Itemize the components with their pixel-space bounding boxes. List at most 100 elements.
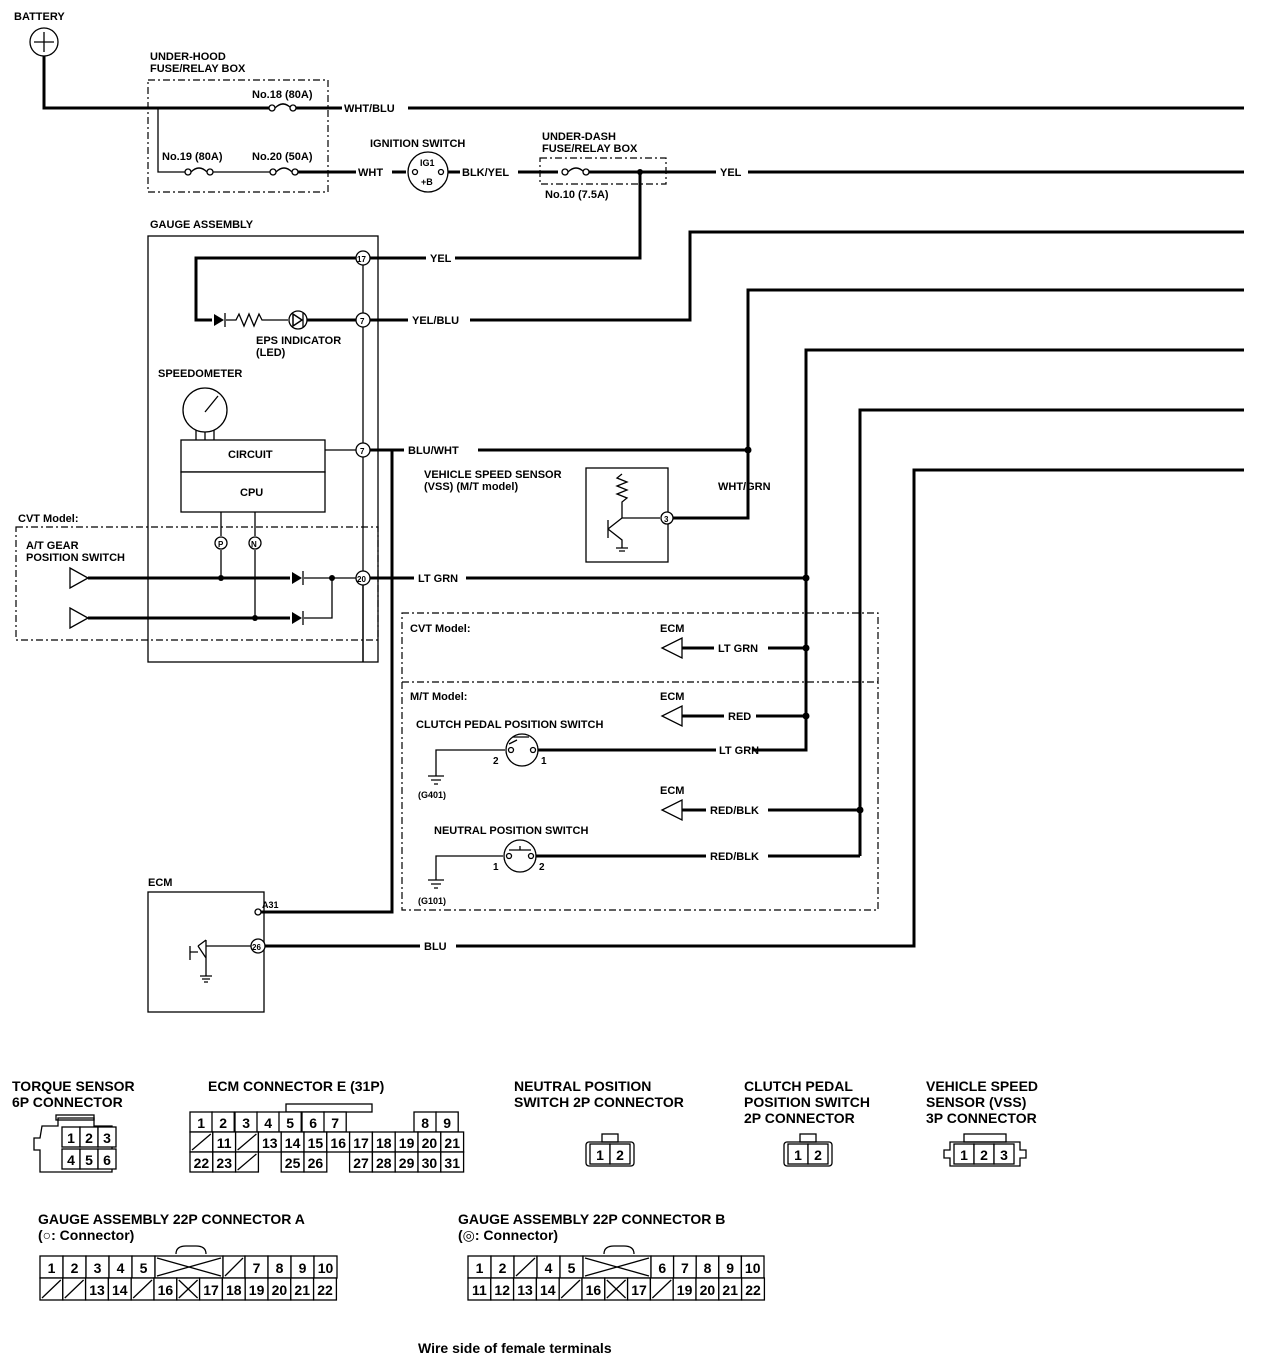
ecm-pin-26: 26 [252,943,261,952]
gauge-connector-b: GAUGE ASSEMBLY 22P CONNECTOR B (◎: Conne… [458,1211,766,1301]
vehicle-speed-sensor: VEHICLE SPEED SENSOR (VSS) (M/T model) 3… [424,450,771,563]
ecm-a31: A31 [262,900,279,910]
gauge-b-r1-10: 10 [745,1260,761,1276]
ecm-pin-r3-0: 22 [194,1155,210,1171]
battery-label: BATTERY [14,11,65,23]
ecm-block: ECM A31 26 [147,877,279,1013]
ecm-pin-r2-11: 21 [444,1135,460,1151]
ecm-pin-r2-4: 14 [285,1135,301,1151]
ecm-pin-r2-10: 20 [422,1135,438,1151]
ecm-pin-r3-10: 30 [422,1155,438,1171]
gauge-a-title-2: (○: Connector) [38,1227,134,1243]
eps-label-1: EPS INDICATOR [256,335,341,347]
cvt-left-title: CVT Model: [18,513,79,525]
ecm3-label: ECM [660,785,684,797]
svg-text:WHT/BLU: WHT/BLU [344,103,395,115]
blu-label: BLU [424,941,447,953]
gauge-b-title-1: GAUGE ASSEMBLY 22P CONNECTOR B [458,1211,725,1227]
gauge-b-r2-9: 19 [677,1282,693,1298]
underdash-fuse-box: UNDER-DASH FUSE/RELAY BOX No.10 (7.5A) [539,131,667,201]
circuit-label: CIRCUIT [228,449,273,461]
circuit-block [180,439,326,473]
n-pin: N [251,540,257,549]
gauge-a-r2-2: 13 [89,1282,105,1298]
g401-label: (G401) [418,790,446,800]
torque-title-1: TORQUE SENSOR [12,1078,135,1094]
underdash-title-2: FUSE/RELAY BOX [542,143,638,155]
torque-pin-1: 2 [85,1130,93,1146]
vss-pin-1: 2 [980,1147,988,1163]
ig1-label: IG1 [420,158,435,168]
vss-connector: VEHICLE SPEED SENSOR (VSS) 3P CONNECTOR … [926,1078,1038,1167]
vss-pin-2: 3 [1000,1147,1008,1163]
fuse18-label: No.18 (80A) [252,89,313,101]
gauge-b-r1-4: 5 [568,1260,576,1276]
vss-conn-3: 3P CONNECTOR [926,1110,1037,1126]
neutral-pin-0: 1 [596,1147,604,1163]
wht-grn-label: WHT/GRN [718,481,771,493]
gauge-pin-17: 17 [357,255,366,264]
speedometer-icon [182,387,228,440]
mt-right-title: M/T Model: [410,691,467,703]
torque-pin-3: 4 [67,1152,75,1168]
speedometer-label: SPEEDOMETER [158,368,242,380]
ecm-pin-r1-3: 4 [264,1115,272,1131]
gauge-a-r1-2: 3 [94,1260,102,1276]
gauge-a-r1-0: 1 [48,1260,56,1276]
fuse20-label: No.20 (50A) [252,151,313,163]
gauge-a-r2-5: 16 [158,1282,174,1298]
red-blk-neutral-label: RED/BLK [710,851,759,863]
torque-pin-0: 1 [67,1130,75,1146]
cvt-right-title: CVT Model: [410,623,471,635]
underdash-title-1: UNDER-DASH [542,131,616,143]
clutch-conn-1: CLUTCH PEDAL [744,1078,853,1094]
gauge-b-r2-2: 13 [517,1282,533,1298]
gauge-a-r1-8: 9 [299,1260,307,1276]
gauge-b-r2-7: 17 [631,1282,647,1298]
gauge-b-r2-5: 16 [586,1282,602,1298]
gauge-a-r1-3: 4 [117,1260,125,1276]
ecm-pin-r3-7: 27 [353,1155,369,1171]
gauge-a-r2-12: 22 [317,1282,333,1298]
ecm-pin-r1-9: 9 [443,1115,451,1131]
ecm-pin-r1-0: 1 [197,1115,205,1131]
gauge-b-r1-8: 8 [704,1260,712,1276]
cpu-block [180,471,326,513]
ecm-pin-r3-5: 26 [308,1155,324,1171]
vss-conn-1: VEHICLE SPEED [926,1078,1038,1094]
gauge-b-r2-12: 22 [745,1282,761,1298]
yel-top-label: YEL [720,167,742,179]
lt-grn-clutch-label: LT GRN [719,745,759,757]
gauge-b-r2-0: 11 [472,1282,487,1298]
ignition-label: IGNITION SWITCH [370,138,465,150]
red-blk-ecm-label: RED/BLK [710,805,759,817]
vss-title-2: (VSS) (M/T model) [424,481,518,493]
ecm2-label: ECM [660,691,684,703]
neutral-conn-1: NEUTRAL POSITION [514,1078,651,1094]
wht-label: WHT [358,167,383,179]
torque-title-2: 6P CONNECTOR [12,1094,123,1110]
gauge-b-r1-9: 9 [726,1260,734,1276]
ecm-pin-r1-8: 8 [421,1115,429,1131]
neutral-pin-1: 1 [493,862,499,873]
gauge-a-r1-1: 2 [71,1260,79,1276]
eps-label-2: (LED) [256,347,286,359]
cvt-model-left: CVT Model: A/T GEAR POSITION SWITCH [15,513,379,641]
battery: BATTERY [14,11,65,57]
neutral-pin-1: 2 [616,1147,624,1163]
ecm-pin-r2-8: 18 [376,1135,392,1151]
gauge-pin-7b: 7 [360,447,365,456]
p-pin: P [218,540,224,549]
blu-wht-label: BLU/WHT [408,445,459,457]
ecm-pin-r3-9: 29 [399,1155,415,1171]
ecm-pin-r2-3: 13 [262,1135,278,1151]
gauge-pin-7a: 7 [360,317,365,326]
clutch-connector: CLUTCH PEDAL POSITION SWITCH 2P CONNECTO… [744,1078,870,1167]
ecm-pin-r2-5: 15 [308,1135,324,1151]
fuse19-label: No.19 (80A) [162,151,223,163]
footer-note: Wire side of female terminals [418,1340,612,1356]
lt-grn-ecm-label: LT GRN [718,643,758,655]
ecm-pin-r2-6: 16 [330,1135,346,1151]
yel-gauge-label: YEL [430,253,452,265]
